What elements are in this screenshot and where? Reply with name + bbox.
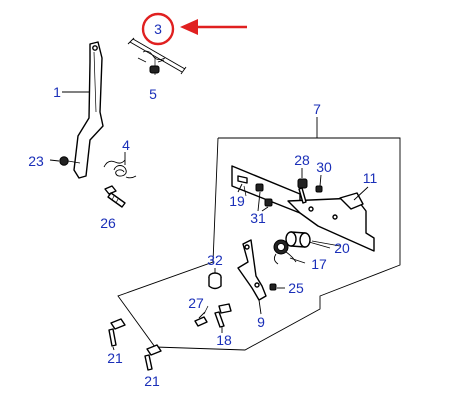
highlight-arrow-head bbox=[180, 19, 198, 35]
base-plate-part-7 bbox=[117, 117, 401, 351]
bushing-part-32 bbox=[208, 268, 222, 290]
callout-28[interactable]: 28 bbox=[294, 152, 310, 168]
nut-part-23 bbox=[49, 156, 81, 166]
callout-11[interactable]: 11 bbox=[363, 170, 378, 186]
highlight-marker bbox=[141, 12, 247, 46]
callout-18[interactable]: 18 bbox=[216, 332, 232, 348]
spring-clip-part-4 bbox=[103, 152, 137, 179]
nut-part-25 bbox=[269, 283, 285, 291]
screw-part-19 bbox=[237, 175, 248, 193]
callout-9[interactable]: 9 bbox=[257, 314, 265, 330]
callout-3[interactable]: 3 bbox=[154, 21, 162, 37]
bolt-part-28 bbox=[297, 168, 308, 204]
spring-part-17 bbox=[273, 239, 306, 265]
bolt-part-21b bbox=[144, 344, 162, 371]
callout-4[interactable]: 4 bbox=[122, 137, 130, 153]
callout-labels: 3 1 5 4 23 26 7 28 30 11 19 31 20 17 32 … bbox=[28, 21, 377, 389]
callout-23[interactable]: 23 bbox=[28, 153, 44, 169]
fastener-part-30 bbox=[315, 174, 323, 193]
callout-21a[interactable]: 21 bbox=[107, 350, 123, 366]
callout-5[interactable]: 5 bbox=[149, 86, 157, 102]
nut-part-31 bbox=[255, 183, 273, 212]
leader-lines bbox=[203, 185, 341, 315]
bushing-part-20 bbox=[285, 231, 331, 249]
callout-1[interactable]: 1 bbox=[53, 84, 61, 100]
callout-19[interactable]: 19 bbox=[229, 193, 245, 209]
bolt-part-26 bbox=[104, 185, 126, 208]
bracket-part-11 bbox=[231, 165, 375, 252]
nut-part-5 bbox=[149, 57, 160, 75]
callout-27[interactable]: 27 bbox=[188, 295, 204, 311]
callout-31[interactable]: 31 bbox=[250, 210, 266, 226]
callout-32[interactable]: 32 bbox=[207, 252, 223, 268]
bolt-part-18 bbox=[214, 303, 232, 333]
rod-part-3 bbox=[127, 37, 187, 75]
callout-26[interactable]: 26 bbox=[100, 215, 116, 231]
callout-21b[interactable]: 21 bbox=[144, 373, 160, 389]
lever-part-9 bbox=[237, 239, 267, 315]
callout-25[interactable]: 25 bbox=[288, 280, 304, 296]
callout-17[interactable]: 17 bbox=[311, 256, 327, 272]
screw-part-27 bbox=[194, 311, 208, 327]
callout-30[interactable]: 30 bbox=[316, 159, 332, 175]
highlight-circle bbox=[141, 12, 175, 46]
callout-7[interactable]: 7 bbox=[313, 101, 321, 117]
bolt-part-21a bbox=[108, 318, 126, 351]
callout-20[interactable]: 20 bbox=[334, 240, 350, 256]
lever-arm-part-1 bbox=[62, 41, 104, 179]
